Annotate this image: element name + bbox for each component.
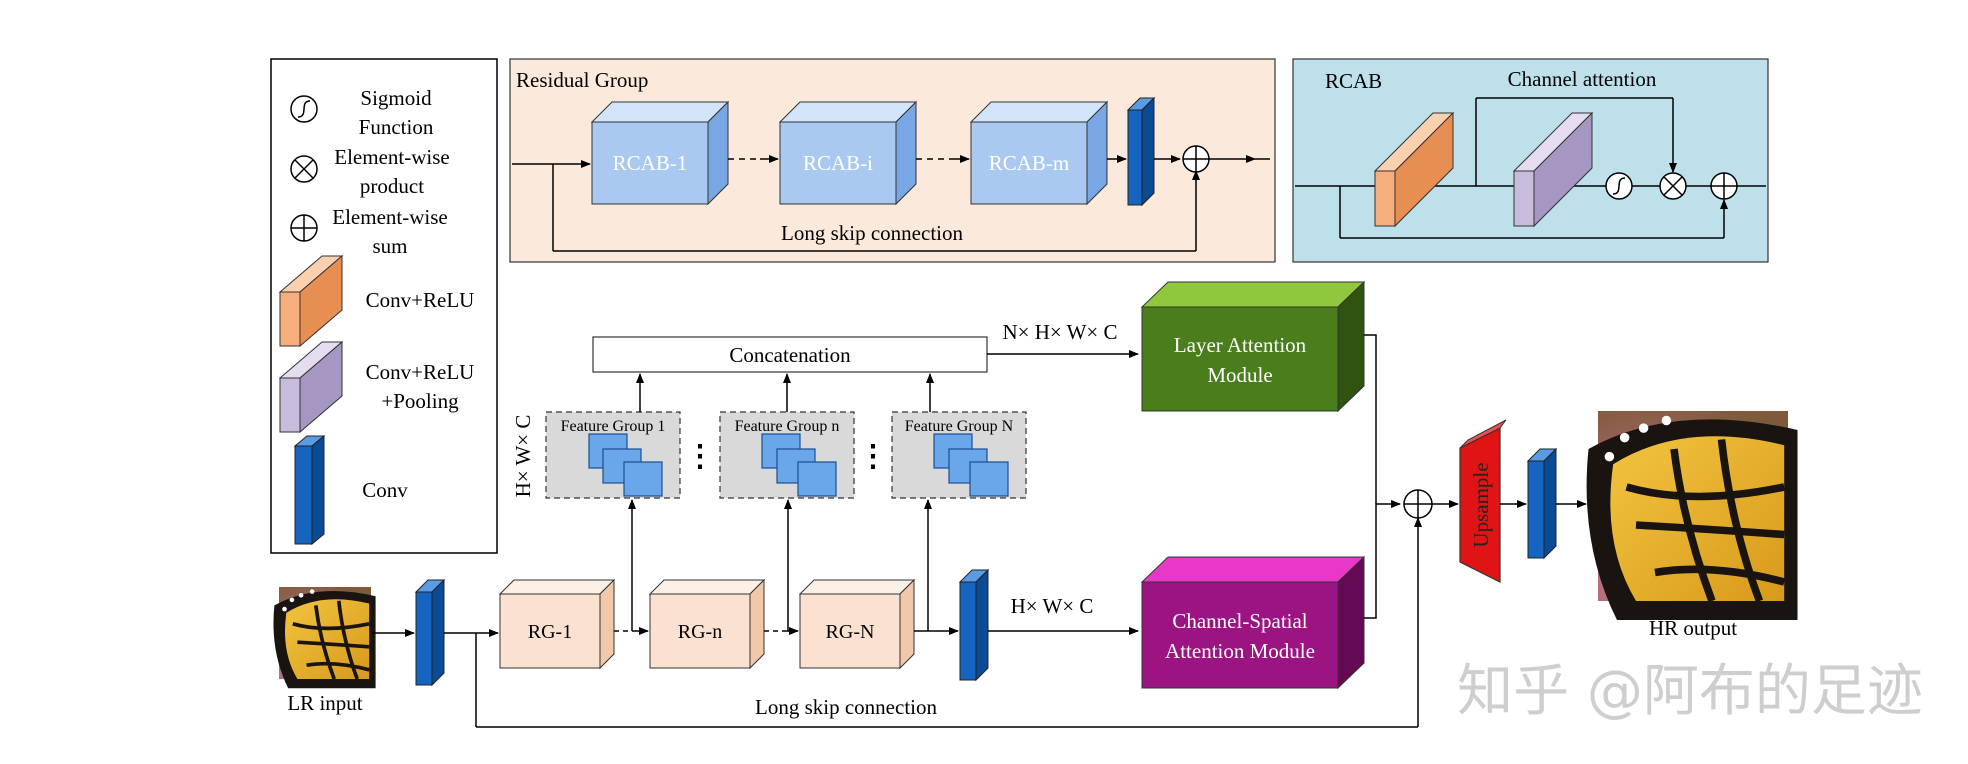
rg-block-n: RG-n [648,578,766,670]
legend-product-line2: product [360,174,424,198]
product-icon [1659,172,1687,200]
feature-group-1: Feature Group 1 [545,411,681,499]
rcab-block-m-label: RCAB-m [989,151,1070,175]
dim-side-label: H× W× C [511,415,535,498]
legend-sum-line1: Element-wise [332,205,447,229]
legend-product-line1: Element-wise [334,145,449,169]
channel-spatial-attention-module: Channel-Spatial Attention Module [1140,555,1366,690]
rg-block-n-label: RG-n [678,621,722,643]
dim-mid-label: H× W× C [1011,594,1094,618]
feature-group-N: Feature Group N [891,411,1027,499]
rg-block-N: RG-N [798,578,916,670]
layer-attention-module: Layer Attention Module [1140,280,1366,413]
rcab-block-1: RCAB-1 [590,100,730,206]
rcab-block-m: RCAB-m [969,100,1109,206]
legend-conv-relu-pool-line2: +Pooling [381,389,459,413]
rg-conv-block [1126,96,1156,207]
rcab-conv-relu-pool [1512,111,1594,228]
residual-group-title: Residual Group [516,68,648,92]
legend-sum-line2: sum [372,234,407,258]
hr-output-label: HR output [1649,616,1737,640]
hr-output-image [1587,411,1798,620]
legend-conv: Conv [362,478,408,502]
final-conv-block [1526,447,1558,560]
conv-relu-pool-swatch [278,340,344,434]
watermark: 知乎 @阿布的足迹 [1457,659,1923,724]
rg-block-1: RG-1 [498,578,616,670]
feature-group-1-label: Feature Group 1 [561,418,666,435]
conv-swatch [293,434,326,546]
legend-sigmoid-line1: Sigmoid [360,86,432,110]
dim-top-label: N× H× W× C [1002,320,1117,344]
ellipsis-2: ⋮ [858,440,888,473]
lr-input-label: LR input [287,691,362,715]
rcab-title: RCAB [1325,69,1382,93]
feature-group-N-label: Feature Group N [905,418,1014,435]
sum-icon [290,214,318,242]
product-icon [290,155,318,183]
sum-icon [1710,172,1738,200]
legend-conv-relu: Conv+ReLU [366,288,475,312]
concatenation-label: Concatenation [729,343,851,367]
residual-group-panel: Residual Group RCAB-1 RCAB-i RCAB-m [509,58,1276,263]
sum-icon [1403,489,1433,519]
channel-attention-label: Channel attention [1508,67,1657,91]
feature-group-n-label: Feature Group n [735,418,840,435]
rcab-panel: RCAB Channel attention [1292,58,1769,263]
sigmoid-icon [1605,172,1633,200]
rcab-conv-relu [1373,111,1455,228]
conv-relu-swatch [278,254,344,348]
main-pipeline: LR input Long skip connection RG-1 RG-n [271,280,1798,728]
rcab-block-1-label: RCAB-1 [613,151,688,175]
concatenation-box: Concatenation [592,336,988,373]
rg-block-N-label: RG-N [826,621,875,643]
ellipsis-1: ⋮ [685,440,715,473]
legend-conv-relu-pool-line1: Conv+ReLU [366,360,475,384]
lr-input-image [271,585,378,691]
sigmoid-icon [290,95,318,123]
upsample-label: Upsample [1469,462,1493,547]
rcab-block-i: RCAB-i [778,100,918,206]
rg-block-1-label: RG-1 [528,621,572,643]
legend: Sigmoid Function Element-wise product El… [270,58,498,554]
lam-line1: Layer Attention [1174,333,1307,357]
main-long-skip-label: Long skip connection [755,695,937,719]
lam-line2: Module [1207,363,1272,387]
sum-icon [1182,145,1210,173]
csam-line2: Attention Module [1165,639,1315,663]
legend-sigmoid-line2: Function [359,115,434,139]
first-conv-block [414,578,446,687]
rg-long-skip-label: Long skip connection [781,221,963,245]
rcab-block-i-label: RCAB-i [803,151,873,175]
feature-group-n: Feature Group n [719,411,855,499]
upsample-block: Upsample [1459,419,1507,583]
second-conv-block [958,568,990,682]
csam-line1: Channel-Spatial [1172,609,1307,633]
